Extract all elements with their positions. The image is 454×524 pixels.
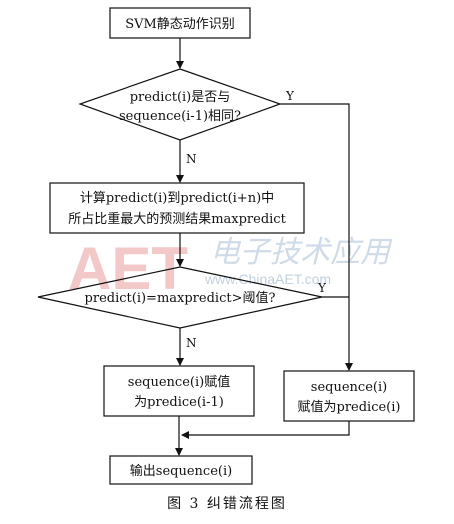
output-label: 输出sequence(i)	[130, 463, 232, 479]
edge-decision1-yes	[280, 103, 353, 371]
start-label: SVM静态动作识别	[125, 17, 235, 32]
process1-line2: 所占比重最大的预测结果maxpredict	[68, 211, 286, 227]
figure-caption: 图 3 纠错流程图	[167, 496, 287, 512]
watermark-brand: AET	[68, 235, 188, 302]
process-left-line1: sequence(i)赋值	[128, 374, 230, 390]
watermark: AET 电子技术应用 www.ChinaAET.com	[68, 235, 393, 302]
edge-right-merge	[181, 421, 350, 439]
decision2-no-label: N	[186, 336, 197, 350]
decision1-yes-label: Y	[285, 89, 295, 103]
watermark-site: www.ChinaAET.com	[204, 271, 331, 287]
process-right-line2: 赋值为predice(i)	[298, 399, 401, 415]
decision1-line2: sequence(i-1)相同?	[119, 109, 241, 124]
process-left-line2: 为predice(i-1)	[134, 395, 224, 410]
process-left-node: sequence(i)赋值 为predice(i-1)	[103, 365, 255, 417]
process-right-line1: sequence(i)	[311, 380, 387, 395]
decision1-no-label: N	[186, 152, 197, 166]
decision1-line1: predict(i)是否与	[130, 90, 231, 105]
decision1-node: predict(i)是否与 sequence(i-1)相同?	[78, 68, 282, 141]
process-right-node: sequence(i) 赋值为predice(i)	[283, 370, 415, 422]
decision2-label: predict(i)=maxpredict>阈值?	[85, 290, 276, 306]
process1-line1: 计算predict(i)到predict(i+n)中	[80, 191, 274, 206]
start-node: SVM静态动作识别	[109, 7, 251, 39]
process1-node: 计算predict(i)到predict(i+n)中 所占比重最大的预测结果ma…	[49, 182, 305, 234]
watermark-script: 电子技术应用	[210, 235, 393, 270]
decision2-yes-label: Y	[317, 281, 327, 295]
output-node: 输出sequence(i)	[109, 455, 253, 485]
